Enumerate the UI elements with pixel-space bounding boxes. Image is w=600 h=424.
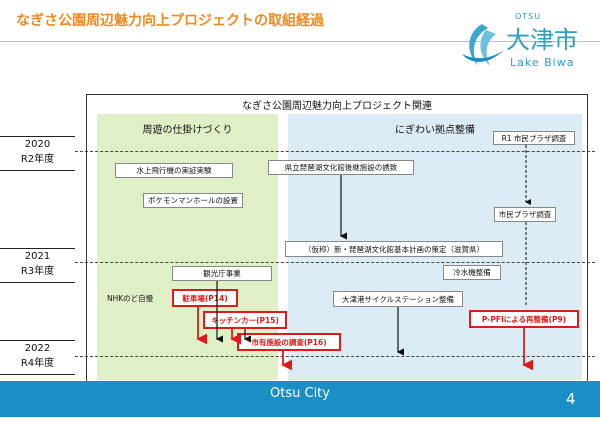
column-right-heading: にぎわい拠点整備 [395, 125, 475, 136]
era-label: R4年度 [20, 358, 55, 369]
year-line-2021 [75, 262, 595, 263]
logo-otsu-small: OTSU [515, 12, 542, 21]
logo-swirl-icon [462, 24, 504, 66]
item-cooling-unit: 冷水機整備 [443, 265, 501, 280]
logo-lake-biwa: Lake Biwa [510, 56, 575, 69]
year-marker-2022: 2022 R4年度 [0, 340, 75, 375]
item-ppfi: P-PFIによる再整備(P9) [469, 310, 579, 328]
year-label: 2022 [24, 343, 51, 354]
page-title: なぎさ公園周辺魅力向上プロジェクトの取組経過 [16, 13, 324, 29]
item-plaza-survey: 市民プラザ調査 [494, 207, 556, 222]
column-left-heading: 周遊の仕掛けづくり [142, 125, 233, 136]
item-pokemon-manhole: ポケモンマンホールの設置 [143, 193, 243, 208]
logo-otsu-kanji: 大津市 [506, 26, 578, 54]
page-number: 4 [566, 390, 576, 408]
item-city-facility-survey: 市有施設の調査(P16) [237, 333, 341, 351]
item-r1-plaza-survey: R1 市民プラザ調査 [493, 131, 575, 145]
year-marker-2020: 2020 R2年度 [0, 136, 75, 171]
era-label: R3年度 [20, 266, 55, 277]
year-label: 2020 [24, 139, 51, 150]
year-label: 2021 [24, 251, 51, 262]
item-cycle-station: 大津港サイクルステーション整備 [333, 291, 463, 307]
item-kenritsu-museum: 県立琵琶湖文化館後継施設の誘致 [268, 160, 414, 175]
item-nhk-nodojiman: NHKのど自慢 [107, 294, 154, 303]
year-line-2020 [75, 151, 595, 152]
item-parking: 駐車場(P14) [172, 289, 238, 307]
year-line-2022 [75, 356, 595, 357]
item-kitchen-car: キッチンカー(P15) [203, 311, 287, 329]
era-label: R2年度 [20, 154, 55, 165]
year-marker-2021: 2021 R3年度 [0, 248, 75, 283]
item-new-museum-plan: （仮称）新・琵琶湖文化館基本計画の策定（滋賀県） [285, 241, 503, 257]
footer-city-name: Otsu City [270, 386, 330, 401]
title-divider [0, 41, 600, 42]
footer-bar [0, 381, 600, 417]
item-seaplane: 水上飛行機の実証実験 [115, 163, 233, 178]
item-kanko-project: 観光庁事業 [172, 266, 272, 281]
frame-title: なぎさ公園周辺魅力向上プロジェクト関連 [242, 101, 432, 112]
